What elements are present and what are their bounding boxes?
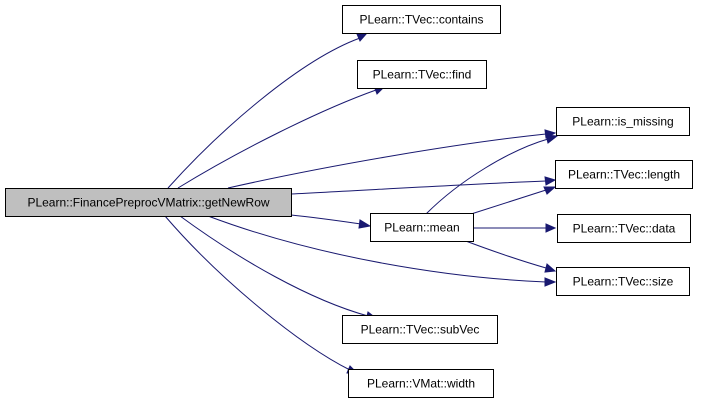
edge-mean-is-missing: [425, 134, 559, 215]
edge-root-size: [207, 215, 557, 287]
node-mean[interactable]: PLearn::mean: [370, 213, 474, 242]
node-tvec-data[interactable]: PLearn::TVec::data: [557, 214, 691, 243]
node-root[interactable]: PLearn::FinancePreprocVMatrix::getNewRow: [5, 188, 292, 217]
edge-root-width: [164, 215, 360, 375]
node-vmat-width-label: PLearn::VMat::width: [367, 377, 475, 391]
edge-root-mean: [290, 214, 372, 229]
node-tvec-length[interactable]: PLearn::TVec::length: [555, 160, 693, 189]
edge-mean-data: [473, 223, 557, 233]
edge-mean-length: [467, 186, 557, 216]
edge-mean-size: [462, 239, 557, 273]
edge-root-contains: [167, 32, 369, 189]
node-tvec-contains-label: PLearn::TVec::contains: [359, 13, 483, 27]
node-tvec-find-label: PLearn::TVec::find: [373, 68, 472, 82]
edge-root-find: [177, 85, 387, 189]
edge-root-length: [290, 176, 557, 195]
node-root-label: PLearn::FinancePreprocVMatrix::getNewRow: [27, 196, 269, 210]
node-tvec-size-label: PLearn::TVec::size: [573, 275, 674, 289]
edge-root-is-missing: [227, 129, 557, 189]
node-tvec-data-label: PLearn::TVec::data: [573, 222, 676, 236]
node-tvec-find[interactable]: PLearn::TVec::find: [357, 60, 487, 89]
node-tvec-subvec[interactable]: PLearn::TVec::subVec: [342, 315, 498, 344]
node-tvec-subvec-label: PLearn::TVec::subVec: [361, 323, 480, 337]
node-vmat-width[interactable]: PLearn::VMat::width: [348, 369, 494, 398]
node-is-missing[interactable]: PLearn::is_missing: [556, 107, 690, 136]
node-tvec-size[interactable]: PLearn::TVec::size: [556, 267, 690, 296]
node-tvec-length-label: PLearn::TVec::length: [568, 168, 680, 182]
node-tvec-contains[interactable]: PLearn::TVec::contains: [342, 5, 501, 34]
edge-root-subvec: [179, 215, 379, 321]
node-is-missing-label: PLearn::is_missing: [572, 115, 673, 129]
node-mean-label: PLearn::mean: [384, 221, 459, 235]
